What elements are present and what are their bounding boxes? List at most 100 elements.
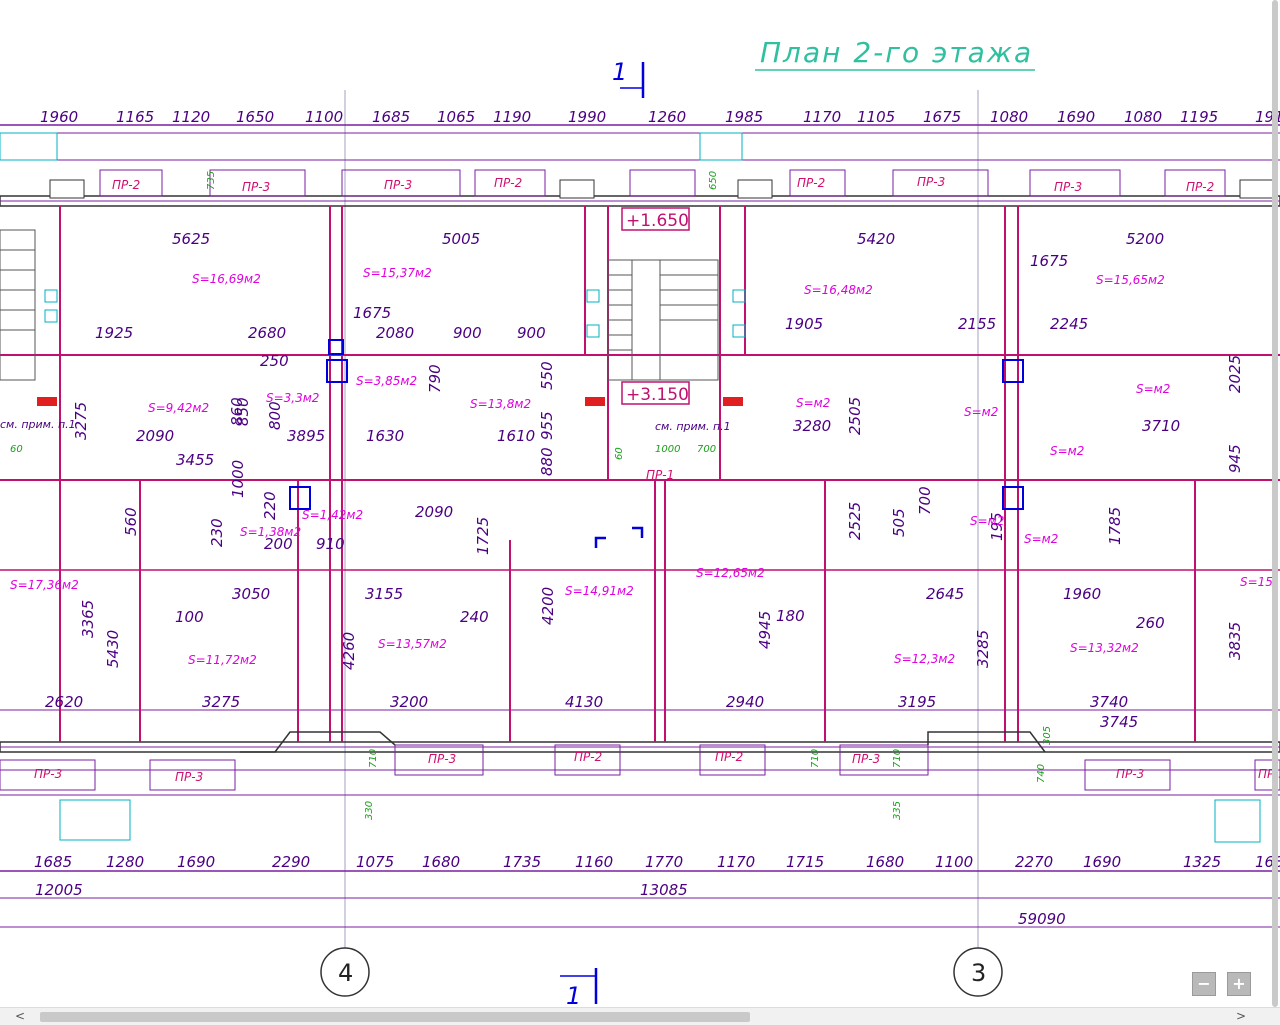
opening-label: ПР-3 (1054, 180, 1082, 194)
interior-dim-label: 700 (916, 486, 934, 515)
interior-dim-label: 3280 (793, 417, 831, 435)
opening-label: ПР-3 (384, 178, 412, 192)
brick-icon (559, 179, 595, 199)
interior-dim-label: 195 (988, 512, 1006, 541)
interior-dim-label: 3365 (79, 600, 97, 638)
room-area-label: S=1,38м2 (240, 525, 301, 539)
opening-label: ПР-3 (852, 752, 880, 766)
interior-dim-label: 1000 (229, 460, 247, 498)
interior-dim-label: 3050 (232, 585, 270, 603)
interior-dim-label: 200 (264, 535, 293, 553)
outer-wall-bottom (0, 741, 1280, 753)
room-area-label: S=3,3м2 (266, 391, 319, 405)
small-dim-label: 1000 (655, 444, 680, 455)
top-dim-label: 1195 (1180, 108, 1218, 126)
bottom-dim-label: 1770 (645, 853, 683, 871)
interior-dim-label: 5420 (857, 230, 895, 248)
room-area-label: S=м2 (1050, 444, 1084, 458)
level-mark: +3.150 (626, 385, 689, 405)
room-area-label: S=12,65м2 (696, 566, 765, 580)
bottom-dim-label: 1100 (935, 853, 973, 871)
top-dim-label: 1165 (116, 108, 154, 126)
top-dim-label: 1100 (305, 108, 343, 126)
interior-dim-label: 1610 (497, 427, 535, 445)
scrollbar-thumb[interactable] (40, 1012, 750, 1022)
room-area-label: S=м2 (1136, 382, 1170, 396)
bottom-dim-label: 1735 (503, 853, 541, 871)
room-area-label: S=м2 (796, 396, 830, 410)
interior-dim-label: 800 (266, 401, 284, 430)
level-mark: +1.650 (626, 211, 689, 231)
interior-dim-label: 550 (538, 361, 556, 390)
interior-dim-label: 3285 (974, 630, 992, 668)
interior-dim-label: 3745 (1100, 713, 1138, 731)
interior-dim-label: 4260 (340, 632, 358, 670)
opening-label: ПР-2 (112, 178, 140, 192)
room-area-label: S=м2 (964, 405, 998, 419)
scroll-left-icon[interactable]: < (14, 1009, 26, 1023)
interior-dim-label: 900 (517, 324, 546, 342)
interior-dim-label: 560 (122, 507, 140, 536)
bottom-dim-label: 1075 (356, 853, 394, 871)
top-dim-label: 1170 (803, 108, 841, 126)
small-dim-label: 710 (892, 749, 903, 768)
vertical-scrollbar[interactable] (1263, 0, 1280, 1007)
stair-left (0, 229, 36, 381)
section-mark-bottom: 1 (566, 982, 581, 1007)
interior-dim-label: 3740 (1090, 693, 1128, 711)
interior-dim-label: 3710 (1142, 417, 1180, 435)
room-area-label: S=3,85м2 (356, 374, 417, 388)
room-area-label: S=м2 (1024, 532, 1058, 546)
horizontal-scrollbar[interactable]: < > (0, 1007, 1280, 1025)
interior-dim-label: 100 (175, 608, 204, 626)
bottom-dim-label: 2290 (272, 853, 310, 871)
small-dim-label: 335 (892, 801, 903, 820)
interior-dim-label: 2525 (846, 502, 864, 540)
interior-dim-label: 5005 (442, 230, 480, 248)
interior-dim-label: 1905 (785, 315, 823, 333)
room-area-label: S=м2 (970, 514, 1004, 528)
top-dim-label: 1690 (1057, 108, 1095, 126)
interior-dim-label: 1725 (474, 517, 492, 555)
opening-label: ПР-3 (34, 767, 62, 781)
room-area-label: S=12,3м2 (894, 652, 955, 666)
axis-label-4: 4 (338, 959, 353, 987)
interior-dim-label: 3895 (287, 427, 325, 445)
zoom-in-button[interactable]: + (1227, 972, 1251, 996)
opening-label: ПР-2 (494, 176, 522, 190)
room-area-label: S=11,72м2 (188, 653, 257, 667)
bottom-dim-label: 1280 (106, 853, 144, 871)
opening-label: ПР-1 (646, 468, 674, 482)
opening-label: ПР-2 (715, 750, 743, 764)
top-dim-label: 1985 (725, 108, 763, 126)
bottom-dim-label: 1690 (1083, 853, 1121, 871)
scrollbar-thumb[interactable] (1272, 0, 1278, 1007)
interior-dim-label: 505 (890, 508, 908, 537)
interior-dim-label: 2680 (248, 324, 286, 342)
top-dim-label: 1260 (648, 108, 686, 126)
interior-dim-label: 790 (426, 364, 444, 393)
interior-dim-label: 3275 (72, 402, 90, 440)
small-dim-label: 650 (708, 171, 719, 190)
total-dim: 59090 (1018, 910, 1066, 928)
axis-label-3: 3 (971, 959, 986, 987)
interior-dim-label: 3200 (390, 693, 428, 711)
bottom-dim-label: 1685 (34, 853, 72, 871)
room-area-label: S=9,42м2 (148, 401, 209, 415)
interior-dim-label: 860 (228, 397, 246, 426)
scroll-right-icon[interactable]: > (1235, 1009, 1247, 1023)
top-dim-label: 1080 (1124, 108, 1162, 126)
interior-dim-label: 2245 (1050, 315, 1088, 333)
interior-dim-label: 2645 (926, 585, 964, 603)
interior-dim-label: 880 (538, 447, 556, 476)
zoom-out-button[interactable]: − (1192, 972, 1216, 996)
small-dim-label: 700 (697, 444, 716, 455)
opening-label: ПР-3 (917, 175, 945, 189)
small-dim-label: 305 (1042, 726, 1053, 745)
room-area-label: S=13,32м2 (1070, 641, 1139, 655)
interior-dim-label: 2025 (1226, 355, 1244, 393)
top-dim-label: 1960 (40, 108, 78, 126)
interior-dim-label: 2505 (846, 397, 864, 435)
bottom-dim-label: 1715 (786, 853, 824, 871)
